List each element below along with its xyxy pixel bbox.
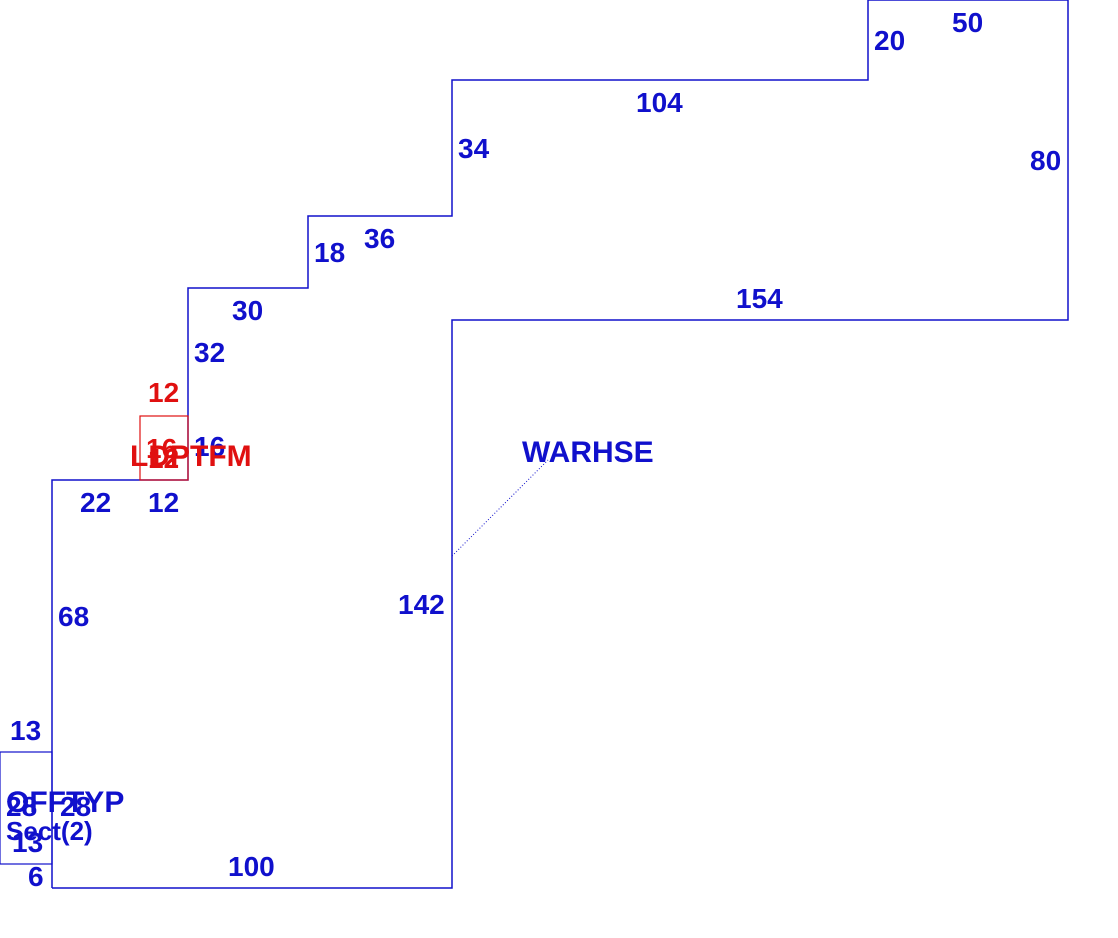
platform-dim-top: 12 bbox=[148, 377, 179, 408]
dim-step-run-middle: 30 bbox=[232, 295, 263, 326]
office-label[interactable]: OFFTYP bbox=[6, 786, 124, 819]
dim-step-run-upper: 36 bbox=[364, 223, 395, 254]
dim-bottom: 100 bbox=[228, 851, 275, 882]
dim-step-riser-upper: 34 bbox=[458, 133, 490, 164]
dim-inner-left: 142 bbox=[398, 589, 445, 620]
platform-dim-overlap-b: 12 bbox=[148, 443, 179, 474]
dim-top-right: 50 bbox=[952, 7, 983, 38]
platform-dim-overlap-a: 16 bbox=[146, 433, 177, 464]
office-dim-top: 13 bbox=[10, 715, 41, 746]
platform-dim-right: 16 bbox=[194, 431, 225, 462]
office-area[interactable] bbox=[0, 751, 53, 865]
office-dim-overlap-b: 28 bbox=[60, 791, 91, 822]
warehouse-label[interactable]: WARHSE bbox=[522, 436, 654, 469]
office-sublabel: Sect(2) bbox=[6, 816, 93, 846]
platform-area[interactable] bbox=[139, 415, 189, 481]
office-dim-bottom: 13 bbox=[12, 827, 43, 858]
dim-step-riser-lower: 32 bbox=[194, 337, 225, 368]
dim-step-riser-middle: 18 bbox=[314, 237, 345, 268]
dim-right-side: 80 bbox=[1030, 145, 1061, 176]
dim-top-right-notch: 20 bbox=[874, 25, 905, 56]
office-dim-overlap-a: 28 bbox=[6, 791, 37, 822]
dim-left-side: 68 bbox=[58, 601, 89, 632]
label-leader-line bbox=[451, 459, 549, 557]
dim-bottom-left-tick: 6 bbox=[28, 861, 44, 892]
dim-inner-top: 154 bbox=[736, 283, 783, 314]
platform-label[interactable]: LDPTFM bbox=[130, 440, 252, 473]
dim-left-ledge: 22 bbox=[80, 487, 111, 518]
dim-top-middle: 104 bbox=[636, 87, 683, 118]
dim-left-ledge-inner: 12 bbox=[148, 487, 179, 518]
